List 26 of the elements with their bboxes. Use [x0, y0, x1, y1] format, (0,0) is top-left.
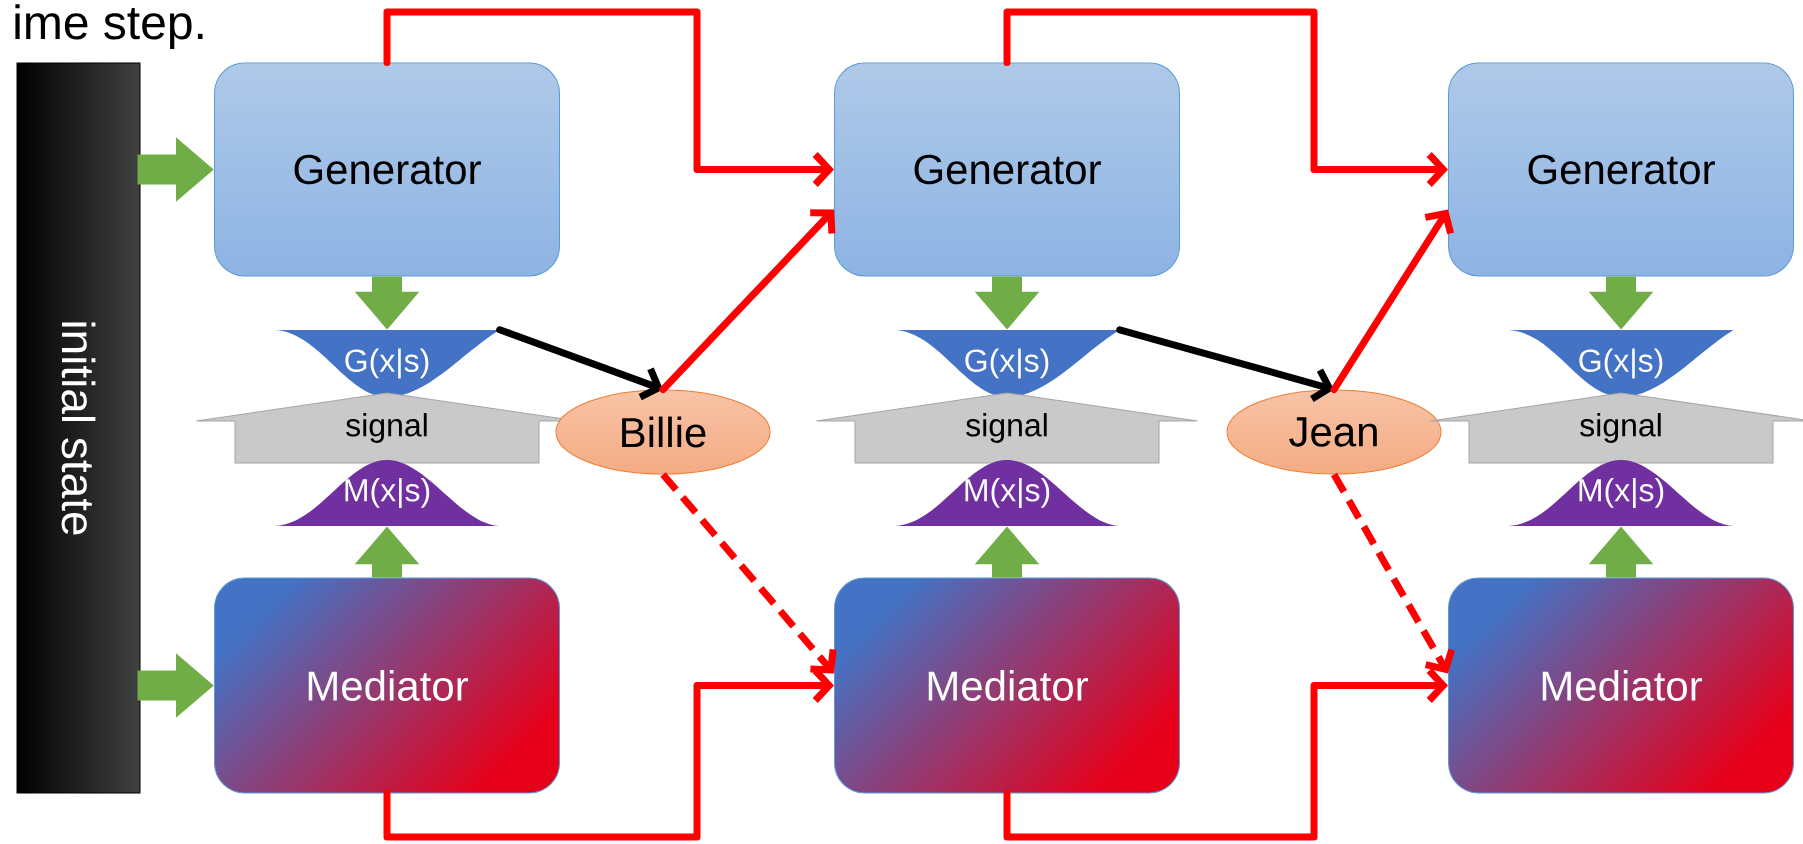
heading-text: ime step. [15, 4, 203, 49]
arrow [1003, 8, 1448, 187]
signal-banner: signal [816, 392, 1198, 464]
distribution-curve: M(x|s) [894, 460, 1120, 526]
arrow [1003, 668, 1448, 841]
generator-box: Generator [834, 62, 1180, 277]
distribution-curve: G(x|s) [274, 330, 500, 397]
dashed-arrow [660, 472, 837, 674]
arrow [659, 209, 836, 393]
distribution-curve: M(x|s) [274, 460, 500, 526]
generator-box: Generator [1448, 62, 1794, 277]
arrow [1116, 326, 1334, 402]
mediator-box: Mediator [214, 577, 560, 794]
dashed-arrow [1331, 472, 1456, 674]
initial-state-bar: initial state [16, 62, 141, 794]
arrow [1330, 209, 1455, 393]
distribution-curve: M(x|s) [1508, 460, 1734, 526]
mediator-box: Mediator [834, 577, 1180, 794]
mediator-box: Mediator [1448, 577, 1794, 794]
distribution-curve: G(x|s) [894, 330, 1120, 397]
arrow [496, 326, 663, 401]
distribution-curve: G(x|s) [1508, 330, 1734, 397]
arrow [383, 8, 834, 187]
signal-banner: signal [1430, 392, 1803, 464]
generator-box: Generator [214, 62, 560, 277]
signal-banner: signal [196, 392, 578, 464]
